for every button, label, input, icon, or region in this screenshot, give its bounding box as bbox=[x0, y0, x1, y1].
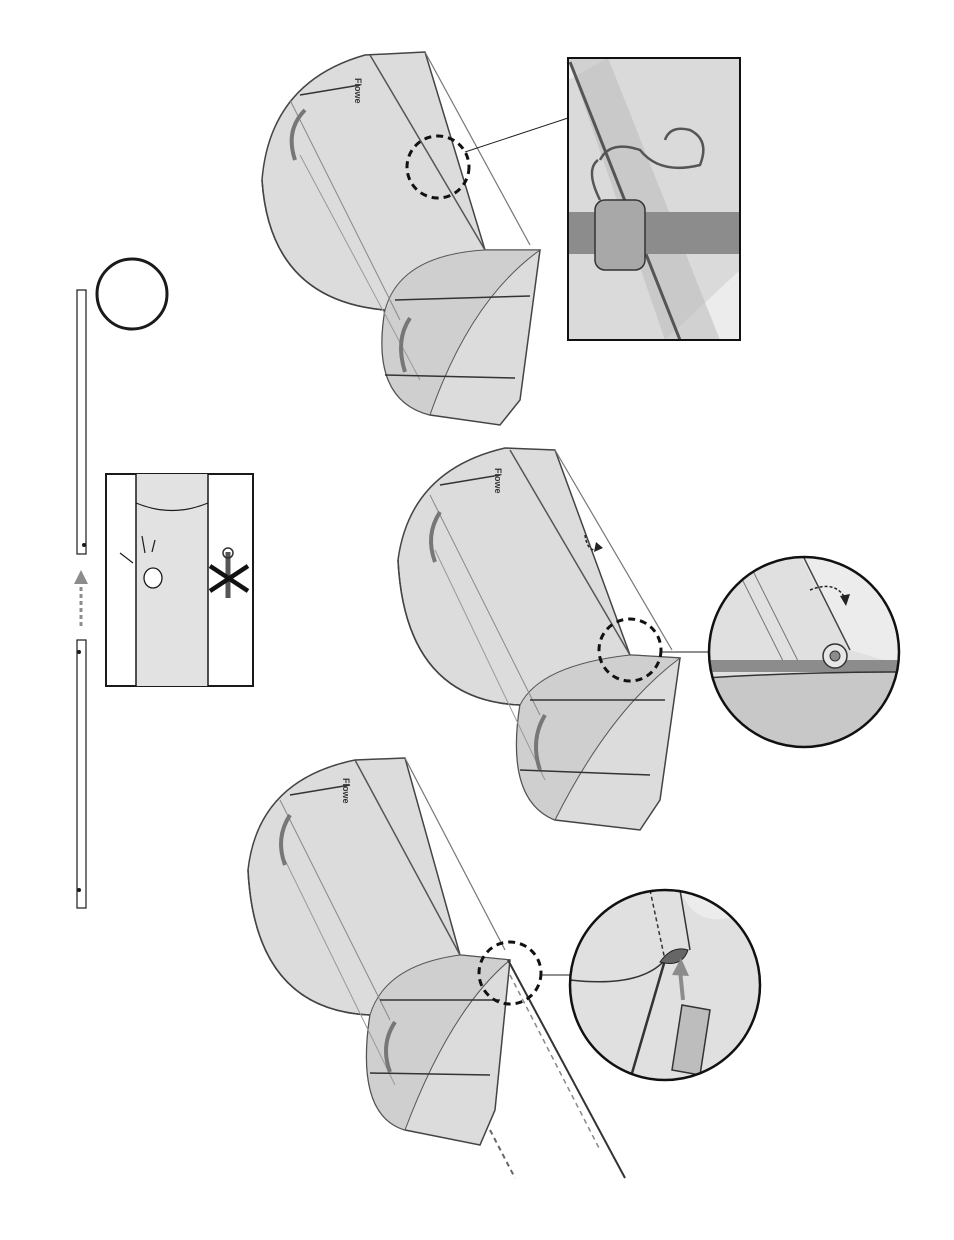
svg-text:Flowe: Flowe bbox=[341, 778, 351, 804]
roll-up-detail bbox=[705, 550, 905, 760]
pole-assembly-icon bbox=[77, 290, 86, 908]
snap-button-detail bbox=[106, 474, 253, 686]
greenhouse-middle: Flowe bbox=[398, 448, 680, 830]
svg-text:Flowe: Flowe bbox=[353, 78, 363, 104]
step-circle bbox=[97, 259, 167, 329]
svg-text:Flowe: Flowe bbox=[493, 468, 503, 494]
hook-clip-detail bbox=[568, 58, 740, 340]
greenhouse-top: Flowe bbox=[262, 52, 540, 425]
dashed-arrow-icon bbox=[74, 570, 88, 626]
callout-leader bbox=[465, 118, 568, 152]
greenhouse-bottom: Flowe bbox=[248, 758, 510, 1145]
